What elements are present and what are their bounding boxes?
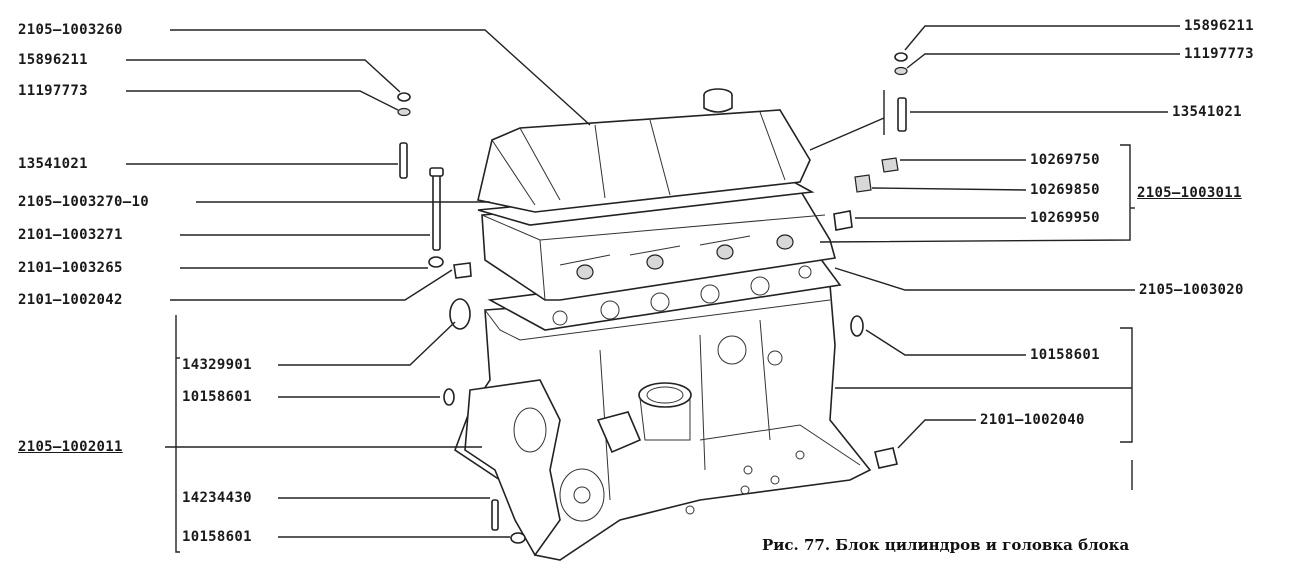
- label-10269850: 10269850: [1030, 182, 1100, 198]
- label-11197773-right: 11197773: [1184, 46, 1254, 62]
- leader-lines: [126, 25, 1180, 553]
- label-2105-1002011: 2105–1002011: [18, 439, 123, 455]
- label-14234430: 14234430: [182, 490, 252, 506]
- label-14329901: 14329901: [182, 357, 252, 373]
- label-2101-1003265: 2101–1003265: [18, 260, 123, 276]
- label-10158601-right: 10158601: [1030, 347, 1100, 363]
- label-2101-1002040: 2101–1002040: [980, 412, 1085, 428]
- label-13541021-left: 13541021: [18, 156, 88, 172]
- label-13541021-right: 13541021: [1172, 104, 1242, 120]
- label-2105-1003020: 2105–1003020: [1139, 282, 1244, 298]
- label-15896211-left: 15896211: [18, 52, 88, 68]
- label-10158601-b: 10158601: [182, 529, 252, 545]
- label-2101-1002042: 2101–1002042: [18, 292, 123, 308]
- valve-cover-drawing: [477, 88, 811, 213]
- label-2105-1003260: 2105–1003260: [18, 22, 123, 38]
- figure-caption: Рис. 77. Блок цилиндров и головка блока: [762, 536, 1130, 554]
- label-2105-1003011: 2105–1003011: [1137, 185, 1242, 201]
- label-10158601-a: 10158601: [182, 389, 252, 405]
- small-parts-right: [833, 52, 908, 469]
- label-2105-1003270-10: 2105–1003270–10: [18, 194, 149, 210]
- cylinder-block-drawing: [454, 284, 872, 561]
- label-11197773-left: 11197773: [18, 83, 88, 99]
- label-10269750: 10269750: [1030, 152, 1100, 168]
- label-2101-1003271: 2101–1003271: [18, 227, 123, 243]
- small-parts-left: [397, 92, 526, 544]
- label-15896211-right: 15896211: [1184, 18, 1254, 34]
- label-10269950: 10269950: [1030, 210, 1100, 226]
